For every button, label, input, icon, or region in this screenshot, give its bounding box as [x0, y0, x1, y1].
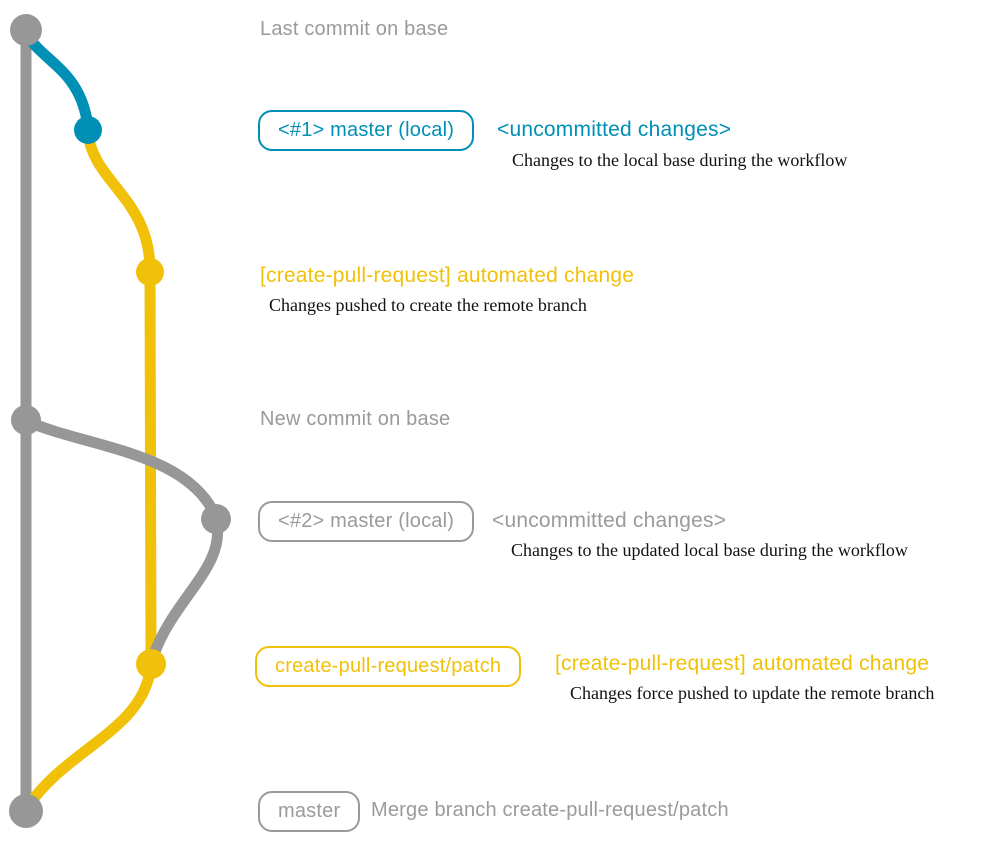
commit-dot-new-base	[11, 405, 41, 435]
commit-message-new-base: New commit on base	[260, 408, 451, 430]
branch-line-patch-out	[82, 131, 156, 271]
commit-title-uncommitted-1: <uncommitted changes>	[497, 118, 732, 141]
branch-badge-master-local-2: <#2> master (local)	[258, 501, 475, 542]
branch-line-master-local-2-in	[146, 517, 224, 662]
branch-line-master-local-2-out	[23, 415, 222, 520]
commit-note-uncommitted-2: Changes to the updated local base during…	[511, 540, 908, 560]
branch-line-master-local-1	[21, 30, 94, 129]
commit-dot-master-local-2	[201, 504, 231, 534]
commit-note-uncommitted-1: Changes to the local base during the wor…	[512, 150, 848, 170]
git-graph-svg	[9, 14, 231, 828]
branch-line-patch-merge	[22, 663, 157, 812]
commit-dot-automated-change-1	[136, 258, 164, 286]
commit-dot-merge	[9, 794, 43, 828]
branch-badge-master: master	[258, 791, 361, 832]
commit-note-automated-1: Changes pushed to create the remote bran…	[269, 295, 587, 315]
commit-message-last-base: Last commit on base	[260, 18, 449, 40]
commit-title-automated-2: [create-pull-request] automated change	[555, 652, 930, 675]
commit-title-uncommitted-2: <uncommitted changes>	[492, 509, 727, 532]
branch-badge-patch: create-pull-request/patch	[255, 646, 522, 687]
commit-message-merge: Merge branch create-pull-request/patch	[371, 799, 729, 821]
commit-dot-automated-change-2	[136, 649, 166, 679]
commit-dot-last-base	[10, 14, 42, 46]
branch-line-patch-vertical	[144, 269, 157, 665]
commit-title-automated-1: [create-pull-request] automated change	[260, 264, 635, 287]
commit-note-automated-2: Changes force pushed to update the remot…	[570, 683, 935, 703]
branch-badge-master-local-1: <#1> master (local)	[258, 110, 475, 151]
commit-dot-master-local-1	[74, 116, 102, 144]
